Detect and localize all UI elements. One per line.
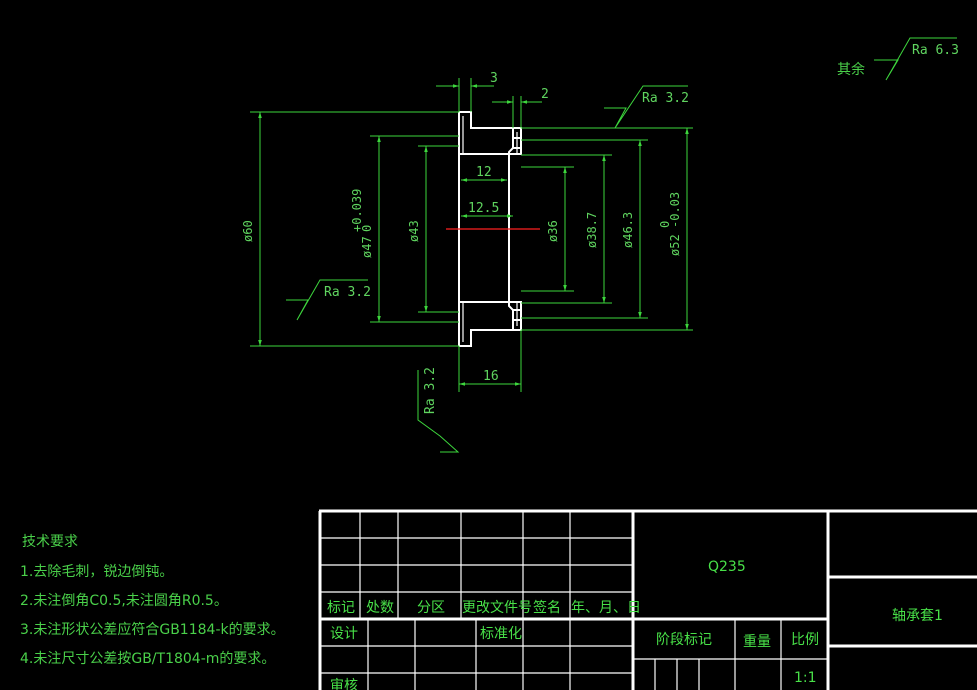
scale-label: 比例: [791, 632, 819, 648]
roughness-general-label: 其余: [837, 61, 865, 78]
roughness-symbols: [286, 37, 957, 453]
title-block: [318, 509, 977, 690]
dimension-texts: 3 2 12 12.5 16 ø60 ø47 +0.039 0 ø43 ø36 …: [241, 71, 682, 384]
note-item: 1.去除毛刺，锐边倒钝。: [20, 564, 173, 580]
dim-d46-3: ø46.3: [621, 212, 635, 248]
dim-d52-tol-upper: 0: [658, 221, 672, 228]
dim-12: 12: [476, 165, 492, 180]
note-item: 3.未注形状公差应符合GB1184-k的要求。: [20, 621, 285, 638]
dim-d43: ø43: [407, 220, 421, 242]
standardize-label: 标准化: [480, 626, 522, 642]
dim-2: 2: [541, 87, 549, 102]
title-block-texts: Q235 轴承套1 标记 处数 分区 更改文件号 签名 年、月、日 设计 标准化…: [327, 559, 943, 690]
header-change-doc: 更改文件号: [462, 600, 532, 616]
header-signature: 签名: [533, 599, 561, 616]
header-zone: 分区: [417, 600, 445, 616]
roughness-texts: Ra 3.2 Ra 3.2 Ra 3.2 Ra 6.3 其余: [324, 43, 959, 414]
dim-d47-tol-upper: +0.039: [350, 189, 364, 232]
header-count: 处数: [366, 600, 394, 616]
material-label: Q235: [708, 559, 746, 575]
part-bottom-wall: [458, 301, 522, 347]
roughness-symbol-top: [604, 85, 688, 129]
dim-d60: ø60: [241, 220, 255, 242]
dim-d52-tol-lower: -0.03: [668, 192, 682, 228]
dim-d52: ø52: [668, 234, 682, 256]
roughness-top-label: Ra 3.2: [642, 91, 689, 106]
header-mark: 标记: [327, 600, 355, 616]
roughness-general-value: Ra 6.3: [912, 43, 959, 58]
part-inner-lines: [462, 116, 518, 342]
note-item: 4.未注尺寸公差按GB/T1804-m的要求。: [20, 651, 275, 667]
roughness-bottom-label: Ra 3.2: [423, 367, 438, 414]
design-label: 设计: [330, 626, 358, 642]
technical-notes: 技术要求 1.去除毛刺，锐边倒钝。 2.未注倒角C0.5,未注圆角R0.5。 3…: [20, 534, 285, 667]
dimension-lines: [250, 78, 693, 392]
header-date: 年、月、日: [571, 600, 641, 616]
part-top-wall: [458, 111, 522, 155]
dim-d47-tol-lower: 0: [360, 225, 374, 232]
part-outline: [458, 111, 522, 347]
note-item: 2.未注倒角C0.5,未注圆角R0.5。: [20, 593, 228, 609]
roughness-symbol-bottom: [417, 370, 460, 453]
roughness-symbol-left: [286, 279, 368, 321]
dim-3: 3: [490, 71, 498, 86]
scale-value: 1:1: [794, 670, 817, 686]
dim-d47: ø47: [360, 236, 374, 258]
dim-16: 16: [483, 369, 499, 384]
review-label: 审核: [330, 678, 358, 690]
dim-d38-7: ø38.7: [585, 212, 599, 248]
roughness-symbol-general: [874, 37, 957, 81]
weight-label: 重量: [743, 634, 771, 650]
notes-title: 技术要求: [22, 534, 78, 550]
roughness-left-label: Ra 3.2: [324, 285, 371, 300]
part-name: 轴承套1: [892, 608, 943, 624]
dim-12-5: 12.5: [468, 201, 499, 216]
stage-mark-label: 阶段标记: [656, 632, 712, 648]
dim-d36: ø36: [546, 220, 560, 242]
